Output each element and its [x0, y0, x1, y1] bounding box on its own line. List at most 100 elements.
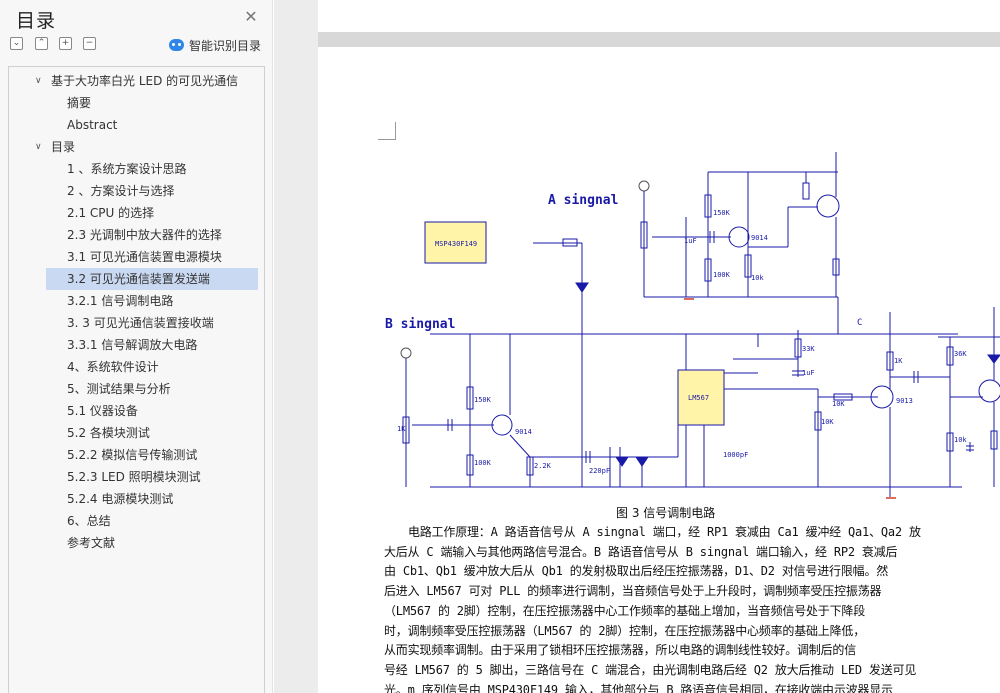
r-36k-label: 36K — [954, 350, 967, 358]
toc-item[interactable]: 6、总结 — [9, 510, 264, 532]
body-text-line: （LM567 的 2脚）控制，在压控振荡器中心工作频率的基础上增加，当音频信号处… — [384, 603, 866, 618]
toc-item-label: 3.3.1 信号解调放大电路 — [67, 338, 198, 352]
toc-item[interactable]: 3.2.1 信号调制电路 — [9, 290, 264, 312]
transistor-qa2 — [816, 194, 840, 218]
b-signal-label: B singnal — [385, 317, 455, 332]
r-100k-b-label: 100K — [474, 459, 492, 467]
resistor-10k-d — [946, 432, 954, 452]
rp-1k-label: 1K — [397, 425, 406, 433]
toc-item-label: 5.2.3 LED 照明模块测试 — [67, 470, 201, 484]
body-text-line: 时，调制频率受压控振荡器（LM567 的 2脚）控制，在压控振荡器中心频率的基础… — [384, 623, 866, 638]
remove-entry-icon[interactable]: − — [83, 37, 96, 50]
toc-item[interactable]: 3.1 可见光通信装置电源模块 — [9, 246, 264, 268]
resistor-10k-a — [744, 254, 752, 278]
toc-item[interactable]: 摘要 — [9, 92, 264, 114]
toc-item[interactable]: 5.1 仪器设备 — [9, 400, 264, 422]
resistor-1k — [886, 351, 894, 371]
body-text-line: 后进入 LM567 可对 PLL 的频率进行调制，当音频信号处于上升段时，调制频… — [384, 584, 882, 599]
cap-220pf-label: 220pF — [589, 467, 610, 475]
toc-panel: 目录 ✕ ⌄ ⌃ + − 智能识别目录 ∨ 基于大功率白光 LED 的可见光通信摘… — [0, 0, 273, 693]
body-paragraph: 电路工作原理：A 路语音信号从 A singnal 端口，经 RP1 衰减由 C… — [384, 523, 992, 693]
resistor-150k-a — [704, 194, 712, 218]
resistor-150k-b — [466, 386, 474, 410]
toc-item-label: 5.2.4 电源模块测试 — [67, 492, 174, 506]
r-10k-b-label: 10K — [821, 418, 834, 426]
collapse-all-icon[interactable]: ⌃ — [35, 37, 48, 50]
cap-1uf-a-label: 1uF — [684, 237, 697, 245]
toc-item-label: 3.2 可见光通信装置发送端 — [67, 272, 210, 286]
close-icon[interactable]: ✕ — [244, 7, 258, 26]
expand-all-icon[interactable]: ⌄ — [10, 37, 23, 50]
figure-caption: 图 3 信号调制电路 — [616, 506, 716, 520]
toc-item-label: 2 、方案设计与选择 — [67, 184, 175, 198]
viewer-margin — [274, 0, 318, 693]
toc-list: ∨ 基于大功率白光 LED 的可见光通信摘要 Abstract ∨ 目录 1 、系统方案设… — [8, 66, 265, 693]
toc-item-label: 3. 3 可见光通信装置接收端 — [67, 316, 214, 330]
toc-item-label: 4、系统软件设计 — [67, 360, 159, 374]
rp2-potentiometer — [402, 416, 410, 444]
body-text-line: 光。m 序列信号由 MSP430F149 输入，其他部分与 B 路语音信号相同，… — [384, 682, 893, 693]
add-entry-icon[interactable]: + — [59, 37, 72, 50]
body-text-line: 大后从 C 端输入与其他两路信号混合。B 路语音信号从 B singnal 端口… — [384, 544, 898, 559]
toc-item[interactable]: 2 、方案设计与选择 — [9, 180, 264, 202]
toc-item-label: 5.2 各模块测试 — [67, 426, 150, 440]
toc-item[interactable]: ∨ 基于大功率白光 LED 的可见光通信 — [9, 70, 264, 92]
r-33k-label: 33K — [802, 345, 815, 353]
resistor-qa2-emitter — [832, 258, 840, 276]
toc-item-label: 参考文献 — [67, 536, 116, 550]
lm567-label: LM567 — [688, 394, 709, 402]
toc-item-label: Abstract — [67, 118, 118, 132]
document-viewer[interactable]: A singnal B singnal MSP430F149 LM567 C 1… — [274, 0, 1000, 693]
toc-item[interactable]: 2.1 CPU 的选择 — [9, 202, 264, 224]
toc-item-label: 3.2.1 信号调制电路 — [67, 294, 174, 308]
toc-item[interactable]: 5.2.3 LED 照明模块测试 — [9, 466, 264, 488]
toc-item-label: 目录 — [51, 140, 76, 154]
rp1-potentiometer — [640, 221, 648, 249]
toc-item[interactable]: 5.2 各模块测试 — [9, 422, 264, 444]
toc-item[interactable]: 5.2.4 电源模块测试 — [9, 488, 264, 510]
diode-d1 — [615, 456, 629, 467]
toc-item-label: 6、总结 — [67, 514, 111, 528]
toc-item-label: 5、测试结果与分析 — [67, 382, 171, 396]
led-icon — [987, 354, 1000, 364]
c-node-label: C — [857, 318, 862, 328]
margin-corner-mark — [378, 122, 396, 140]
chevron-down-icon[interactable]: ∨ — [35, 142, 42, 152]
resistor-10k-b — [814, 411, 822, 431]
resistor-36k — [946, 346, 954, 366]
mcu-chip — [424, 221, 487, 264]
toc-item[interactable]: 5、测试结果与分析 — [9, 378, 264, 400]
toc-item[interactable]: 2.3 光调制中放大器件的选择 — [9, 224, 264, 246]
toc-title: 目录 — [16, 10, 57, 32]
document-page: A singnal B singnal MSP430F149 LM567 C 1… — [318, 47, 1000, 693]
toc-item[interactable]: 5.2.2 模拟信号传输测试 — [9, 444, 264, 466]
lm567-chip — [677, 369, 725, 426]
transistor-9014-a — [728, 226, 750, 248]
r-10k-c-label: 10K — [832, 400, 845, 408]
chevron-down-icon[interactable]: ∨ — [35, 76, 42, 86]
smart-toc-label: 智能识别目录 — [189, 38, 262, 53]
toc-item[interactable]: 参考文献 — [9, 532, 264, 554]
q-9013-label: 9013 — [896, 397, 913, 405]
toc-item[interactable]: 4、系统软件设计 — [9, 356, 264, 378]
r-150k-a-label: 150K — [713, 209, 731, 217]
b-signal-input-terminal — [400, 347, 412, 359]
toc-item[interactable]: Abstract — [9, 114, 264, 136]
toc-item-label: 基于大功率白光 LED 的可见光通信 — [51, 74, 239, 88]
toc-item-label: 5.2.2 模拟信号传输测试 — [67, 448, 198, 462]
body-text-line: 由 Cb1、Qb1 缓冲放大后从 Qb1 的发射极取出后经压控振荡器，D1、D2… — [384, 564, 889, 579]
transistor-9014-b — [491, 414, 513, 436]
circuit-wires — [400, 152, 1000, 497]
toc-item[interactable]: 3. 3 可见光通信装置接收端 — [9, 312, 264, 334]
toc-item[interactable]: 3.3.1 信号解调放大电路 — [9, 334, 264, 356]
toc-item[interactable]: ∨ 目录 — [9, 136, 264, 158]
r-10k-a-label: 10k — [751, 274, 764, 282]
toc-item[interactable]: 3.2 可见光通信装置发送端 — [46, 268, 258, 290]
toc-item[interactable]: 1 、系统方案设计思路 — [9, 158, 264, 180]
toc-item-label: 3.1 可见光通信装置电源模块 — [67, 250, 222, 264]
smart-toc-button[interactable]: 智能识别目录 — [169, 37, 261, 53]
q-9014-b-label: 9014 — [515, 428, 532, 436]
transistor-q2 — [978, 379, 1000, 403]
page-separator — [318, 32, 1000, 47]
resistor-33k — [794, 338, 802, 358]
